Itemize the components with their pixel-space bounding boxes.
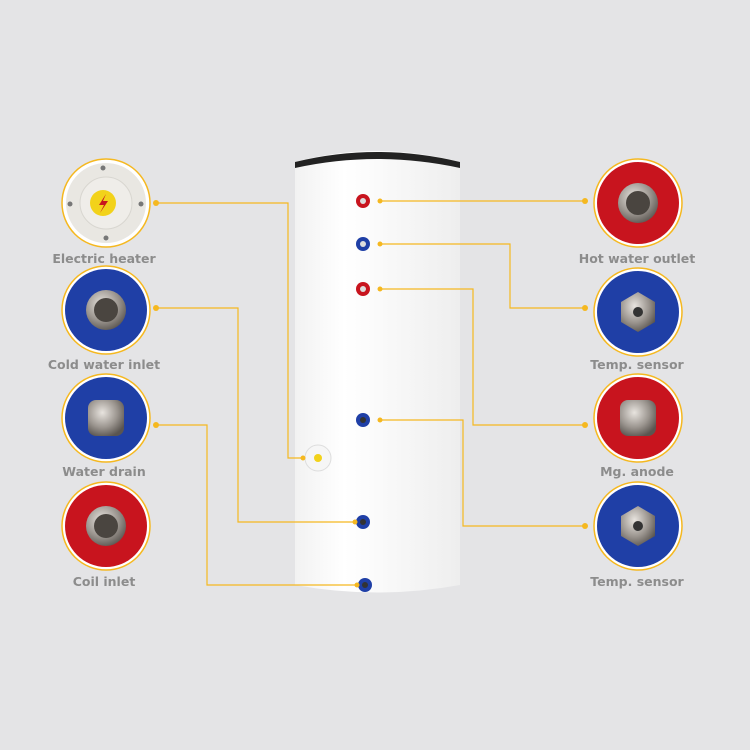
label-coil-inlet: Coil inlet bbox=[73, 574, 136, 589]
storage-tank bbox=[295, 151, 460, 593]
lightning-icon bbox=[99, 194, 108, 213]
label-hot-water-outlet: Hot water outlet bbox=[579, 251, 696, 266]
component-temp-sensor-1: Temp. sensor bbox=[590, 267, 685, 372]
label-temp-sensor-2: Temp. sensor bbox=[590, 574, 684, 589]
label-electric-heater: Electric heater bbox=[52, 251, 156, 266]
component-mg-anode: Mg. anode bbox=[593, 373, 683, 479]
connector-lines bbox=[156, 200, 585, 586]
label-mg-anode: Mg. anode bbox=[600, 464, 674, 479]
connector-dots bbox=[153, 198, 588, 588]
component-coil-inlet: Coil inlet bbox=[61, 481, 151, 589]
component-cold-water-inlet: Cold water inlet bbox=[48, 265, 160, 372]
tank-ports bbox=[304, 194, 372, 592]
label-cold-water-inlet: Cold water inlet bbox=[48, 357, 160, 372]
component-electric-heater: Electric heater bbox=[52, 158, 156, 266]
label-water-drain: Water drain bbox=[62, 464, 145, 479]
component-water-drain: Water drain bbox=[61, 373, 151, 479]
label-temp-sensor-1: Temp. sensor bbox=[590, 357, 684, 372]
component-temp-sensor-2: Temp. sensor bbox=[590, 481, 685, 589]
component-hot-water-outlet: Hot water outlet bbox=[579, 158, 696, 266]
